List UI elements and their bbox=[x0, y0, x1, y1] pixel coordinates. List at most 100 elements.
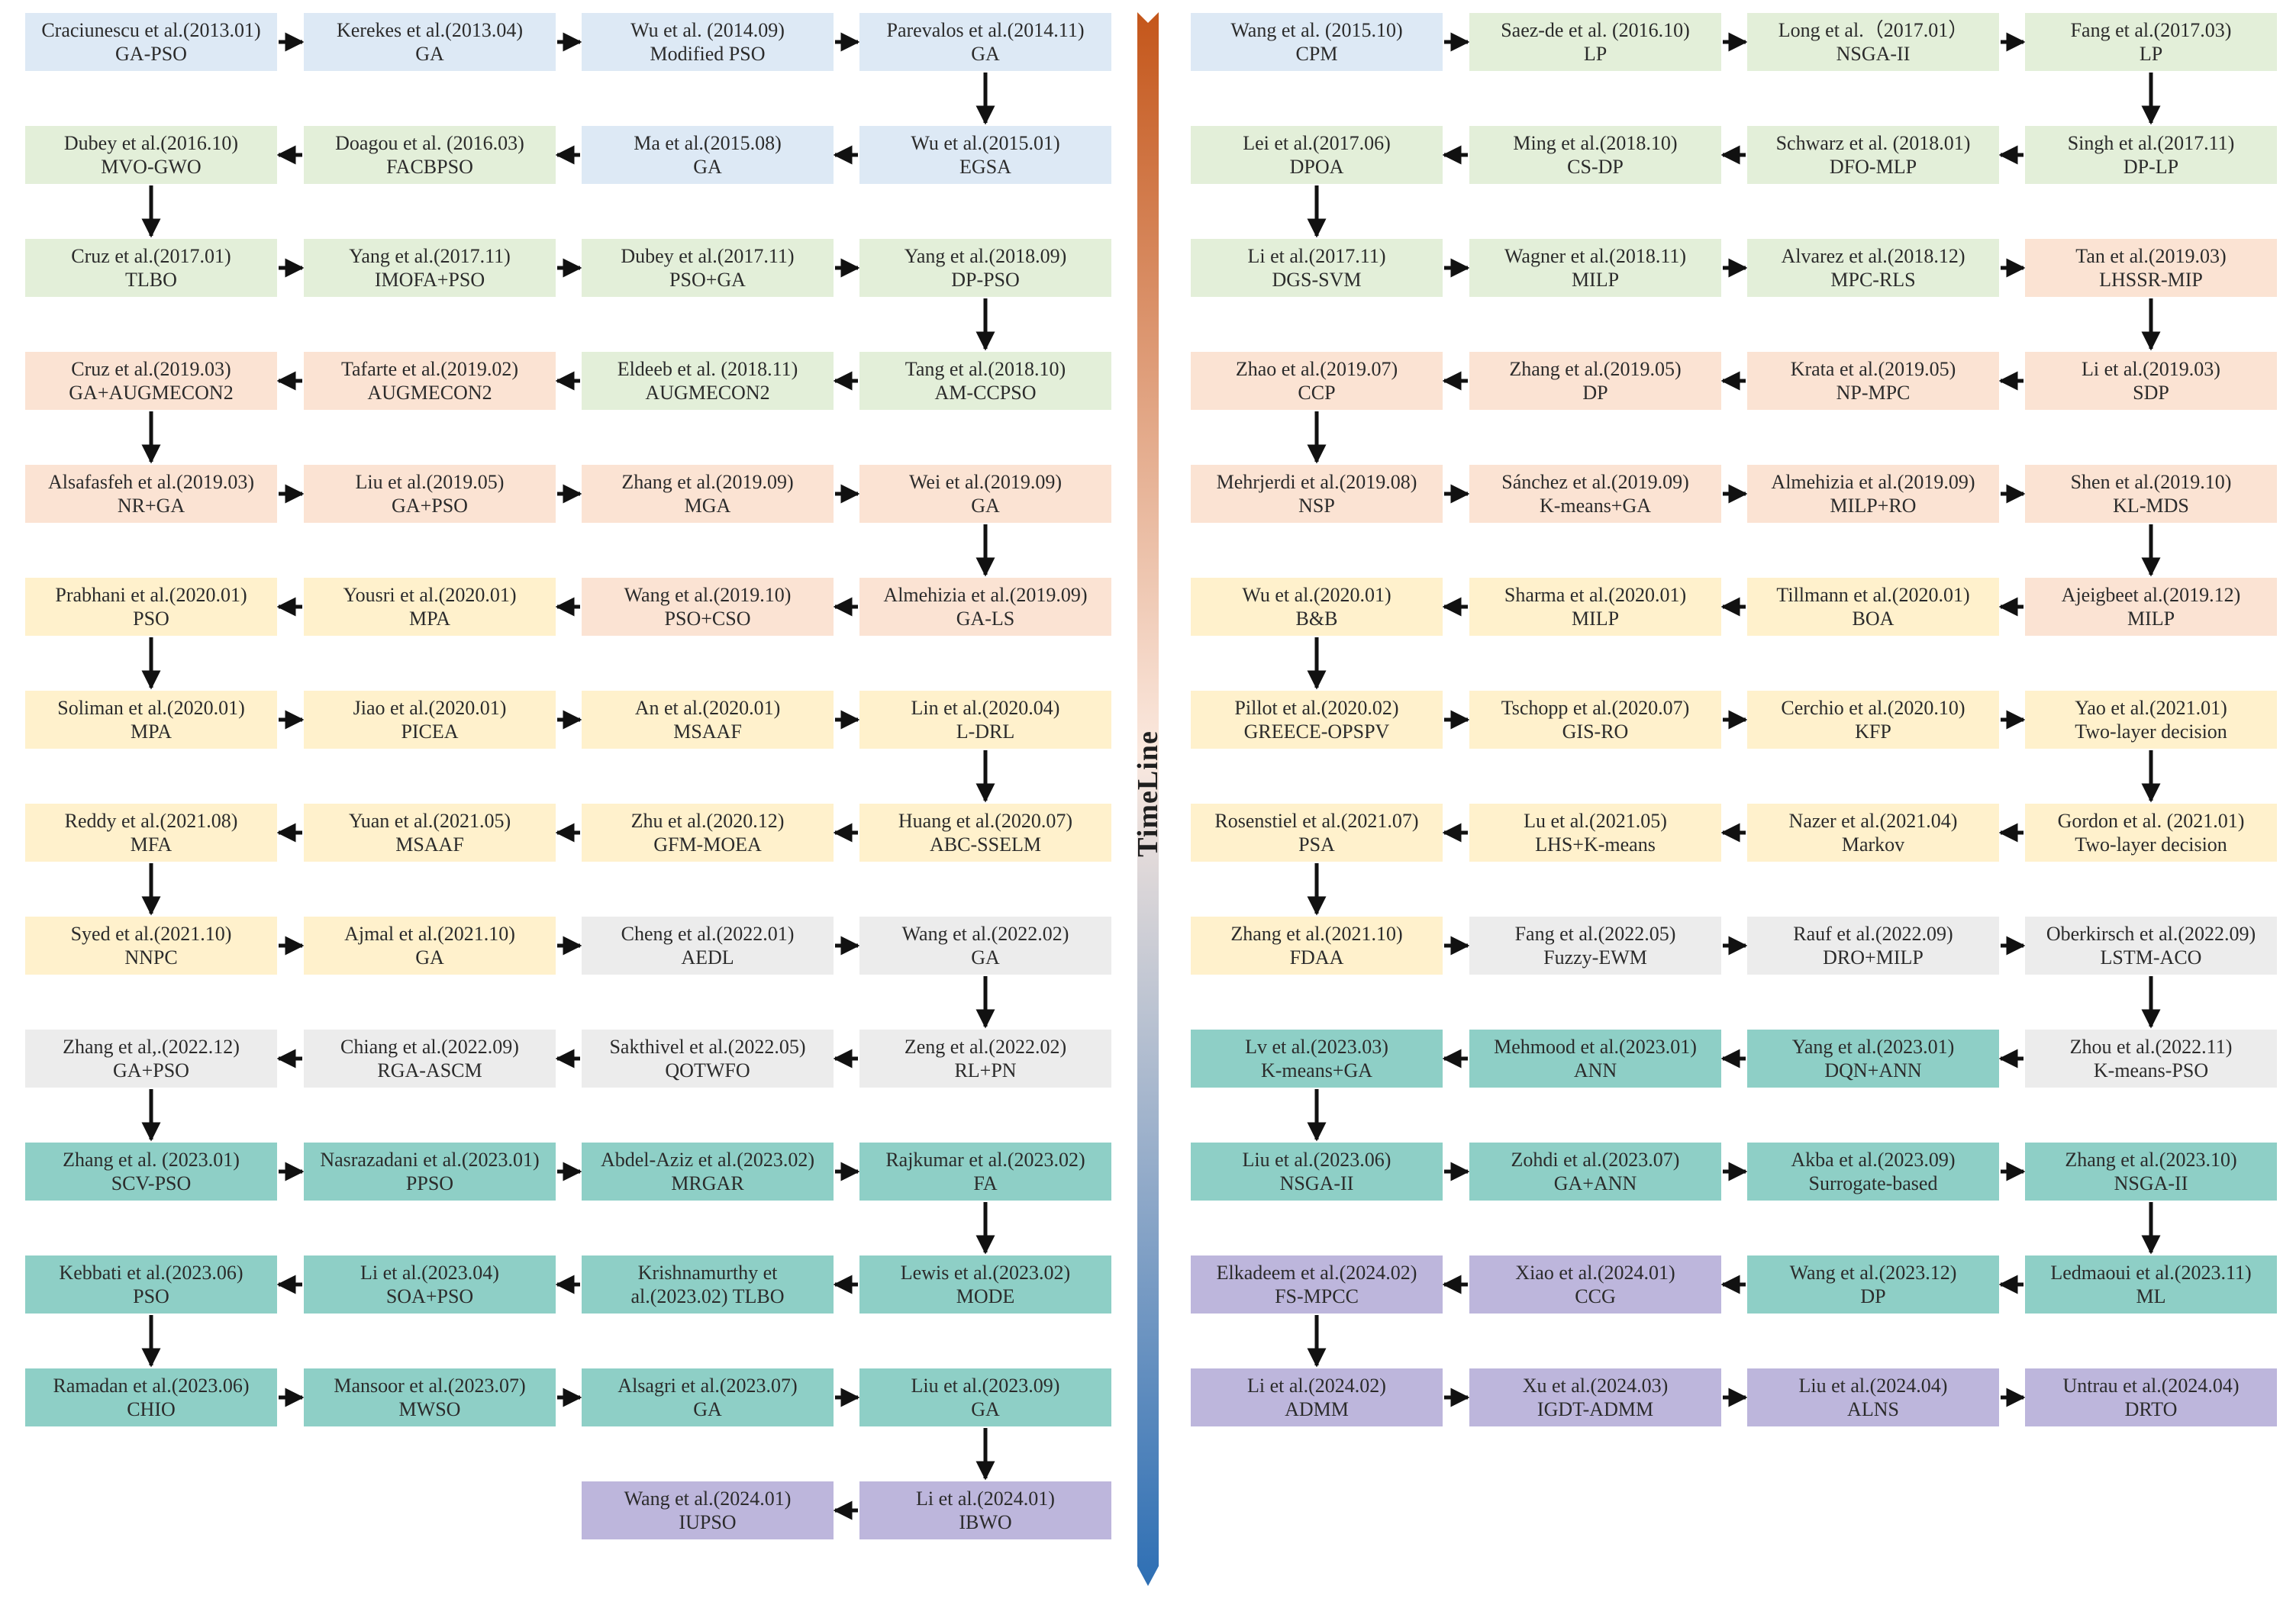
node-author: Yousri et al.(2020.01) bbox=[343, 584, 517, 606]
method-node: Saez-de et al. (2016.10)LP bbox=[1469, 13, 1721, 71]
method-node: Rauf et al.(2022.09)DRO+MILP bbox=[1747, 917, 1999, 975]
node-method: LSTM-ACO bbox=[2100, 946, 2202, 969]
node-method: DP bbox=[1582, 382, 1608, 404]
node-method: L-DRL bbox=[956, 720, 1015, 743]
node-author: Ledmaoui et al.(2023.11) bbox=[2050, 1262, 2252, 1284]
method-node: An et al.(2020.01)MSAAF bbox=[582, 691, 834, 749]
method-node: Li et al.(2024.01)IBWO bbox=[859, 1481, 1111, 1539]
node-author: Parevalos et al.(2014.11) bbox=[886, 19, 1085, 41]
node-method: FS-MPCC bbox=[1275, 1285, 1359, 1307]
node-method: PPSO bbox=[405, 1172, 454, 1194]
node-author: Soliman et al.(2020.01) bbox=[57, 697, 245, 719]
node-author: Lu et al.(2021.05) bbox=[1524, 810, 1667, 832]
method-node: Kebbati et al.(2023.06)PSO bbox=[25, 1255, 277, 1314]
node-author: Tang et al.(2018.10) bbox=[905, 358, 1066, 380]
method-node: Ramadan et al.(2023.06)CHIO bbox=[25, 1368, 277, 1426]
node-method: CCP bbox=[1298, 382, 1336, 404]
method-node: Reddy et al.(2021.08)MFA bbox=[25, 804, 277, 862]
node-method: GIS-RO bbox=[1562, 720, 1629, 743]
node-author: Gordon et al. (2021.01) bbox=[2057, 810, 2245, 832]
method-node: Gordon et al. (2021.01)Two-layer decisio… bbox=[2025, 804, 2277, 862]
node-author: Yang et al.(2017.11) bbox=[349, 245, 511, 267]
method-node: Almehizia et al.(2019.09)MILP+RO bbox=[1747, 465, 1999, 523]
node-author: Liu et al.(2023.09) bbox=[911, 1375, 1060, 1397]
node-author: Li et al.(2024.01) bbox=[916, 1488, 1055, 1510]
method-node: Singh et al.(2017.11)DP-LP bbox=[2025, 126, 2277, 184]
node-author: Li et al.(2017.11) bbox=[1247, 245, 1386, 267]
node-author: Untrau et al.(2024.04) bbox=[2062, 1375, 2240, 1397]
node-author: Lin et al.(2020.04) bbox=[911, 697, 1060, 719]
node-method: PSO+GA bbox=[669, 269, 746, 291]
node-method: B&B bbox=[1295, 608, 1338, 630]
node-method: IMOFA+PSO bbox=[374, 269, 485, 291]
method-node: Ming et al.(2018.10)CS-DP bbox=[1469, 126, 1721, 184]
method-node: Akba et al.(2023.09)Surrogate-based bbox=[1747, 1143, 1999, 1201]
node-method: Surrogate-based bbox=[1808, 1172, 1938, 1194]
method-node: Doagou et al. (2016.03)FACBPSO bbox=[304, 126, 556, 184]
method-node: Wu et al.(2015.01)EGSA bbox=[859, 126, 1111, 184]
method-node: Zhang et al.(2021.10)FDAA bbox=[1191, 917, 1443, 975]
node-author: Wang et al.(2024.01) bbox=[624, 1488, 792, 1510]
method-node: Untrau et al.(2024.04)DRTO bbox=[2025, 1368, 2277, 1426]
node-author: Cerchio et al.(2020.10) bbox=[1781, 697, 1965, 719]
method-node: Xiao et al.(2024.01)CCG bbox=[1469, 1255, 1721, 1314]
node-method: SCV-PSO bbox=[111, 1172, 192, 1194]
node-method: GREECE-OPSPV bbox=[1243, 720, 1390, 743]
node-method: MGA bbox=[684, 495, 731, 517]
node-author: Doagou et al. (2016.03) bbox=[335, 132, 524, 154]
node-author: Yao et al.(2021.01) bbox=[2075, 697, 2227, 719]
node-author: Mansoor et al.(2023.07) bbox=[334, 1375, 526, 1397]
method-node: Zhang et al.(2019.09)MGA bbox=[582, 465, 834, 523]
node-author: Zeng et al.(2022.02) bbox=[904, 1036, 1067, 1058]
node-author: Akba et al.(2023.09) bbox=[1791, 1149, 1956, 1171]
node-method: DRO+MILP bbox=[1823, 946, 1924, 969]
node-method: IUPSO bbox=[679, 1511, 737, 1533]
node-author: Jiao et al.(2020.01) bbox=[353, 697, 507, 719]
node-method: PSO bbox=[133, 1285, 169, 1307]
node-author: Lei et al.(2017.06) bbox=[1243, 132, 1391, 154]
node-author: Wang et al. (2015.10) bbox=[1230, 19, 1403, 41]
node-method: Markov bbox=[1841, 833, 1905, 856]
method-node: Wang et al.(2024.01)IUPSO bbox=[582, 1481, 834, 1539]
node-author: Zhang et al. (2023.01) bbox=[63, 1149, 240, 1171]
method-node: Zhou et al.(2022.11)K-means-PSO bbox=[2025, 1030, 2277, 1088]
method-node: Rosenstiel et al.(2021.07)PSA bbox=[1191, 804, 1443, 862]
node-author: Wu et al.(2020.01) bbox=[1242, 584, 1391, 606]
node-author: Sánchez et al.(2019.09) bbox=[1501, 471, 1689, 493]
method-node: Liu et al.(2023.09)GA bbox=[859, 1368, 1111, 1426]
node-method: MWSO bbox=[398, 1398, 461, 1420]
method-node: Ma et al.(2015.08)GA bbox=[582, 126, 834, 184]
node-author: Schwarz et al. (2018.01) bbox=[1775, 132, 1971, 154]
node-author: Almehizia et al.(2019.09) bbox=[1771, 471, 1975, 493]
method-node: Liu et al.(2024.04)ALNS bbox=[1747, 1368, 1999, 1426]
node-author: Ma et al.(2015.08) bbox=[634, 132, 782, 154]
node-author: Yuan et al.(2021.05) bbox=[348, 810, 511, 832]
method-node: Lv et al.(2023.03)K-means+GA bbox=[1191, 1030, 1443, 1088]
method-node: Zhang et al.(2019.05)DP bbox=[1469, 352, 1721, 410]
node-author: Xu et al.(2024.03) bbox=[1522, 1375, 1669, 1397]
method-node: Zhang et al,.(2022.12)GA+PSO bbox=[25, 1030, 277, 1088]
node-author: Nazer et al.(2021.04) bbox=[1788, 810, 1958, 832]
node-author: Zohdi et al.(2023.07) bbox=[1511, 1149, 1680, 1171]
node-author: Ming et al.(2018.10) bbox=[1513, 132, 1678, 154]
method-node: Tillmann et al.(2020.01)BOA bbox=[1747, 578, 1999, 636]
method-node: Liu et al.(2023.06)NSGA-II bbox=[1191, 1143, 1443, 1201]
node-method: DFO-MLP bbox=[1829, 156, 1917, 178]
node-method: KFP bbox=[1855, 720, 1891, 743]
method-node: Yang et al.(2017.11)IMOFA+PSO bbox=[304, 239, 556, 297]
node-method: ALNS bbox=[1847, 1398, 1899, 1420]
method-node: Sharma et al.(2020.01)MILP bbox=[1469, 578, 1721, 636]
node-method: GA+AUGMECON2 bbox=[69, 382, 234, 404]
node-method: SOA+PSO bbox=[385, 1285, 474, 1307]
node-method: SDP bbox=[2133, 382, 2169, 404]
node-author: Eldeeb et al. (2018.11) bbox=[617, 358, 798, 380]
method-node: Krata et al.(2019.05)NP-MPC bbox=[1747, 352, 1999, 410]
method-node: Tschopp et al.(2020.07)GIS-RO bbox=[1469, 691, 1721, 749]
method-node: Mehrjerdi et al.(2019.08)NSP bbox=[1191, 465, 1443, 523]
node-author: Ajmal et al.(2021.10) bbox=[344, 923, 515, 945]
method-node: Wei et al.(2019.09)GA bbox=[859, 465, 1111, 523]
node-method: NSGA-II bbox=[1279, 1172, 1354, 1194]
node-author: Kebbati et al.(2023.06) bbox=[59, 1262, 243, 1284]
node-author: Yang et al.(2023.01) bbox=[1791, 1036, 1955, 1058]
